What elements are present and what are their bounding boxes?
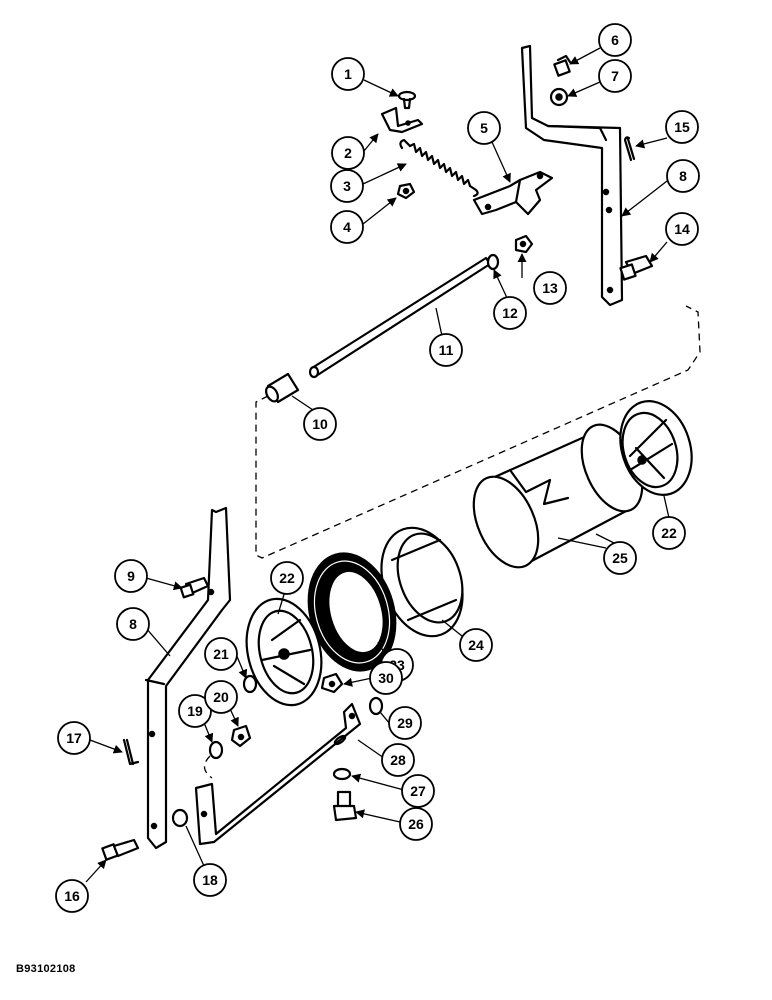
left-cap-nut-part xyxy=(230,724,252,748)
svg-text:5: 5 xyxy=(480,120,488,136)
side-bolt-part xyxy=(619,254,654,281)
svg-text:12: 12 xyxy=(502,305,518,321)
svg-text:9: 9 xyxy=(127,568,135,584)
right-end-cap-part xyxy=(619,400,693,496)
callout-9: 9 xyxy=(114,559,148,593)
small-nut-part xyxy=(396,182,416,200)
callout-22-right: 22 xyxy=(652,516,686,550)
upper-bracket-part xyxy=(520,44,624,307)
roller-band-part xyxy=(380,526,464,638)
callout-13: 13 xyxy=(533,271,567,305)
callout-14: 14 xyxy=(665,212,699,246)
shaft-nut-part xyxy=(514,234,534,254)
callout-1: 1 xyxy=(331,57,365,91)
callout-27: 27 xyxy=(401,774,435,808)
left-washer-part xyxy=(242,674,258,694)
svg-text:20: 20 xyxy=(213,689,229,705)
svg-text:29: 29 xyxy=(397,715,413,731)
assembly-dashed-outline xyxy=(255,305,701,559)
rubber-tire-part xyxy=(307,552,397,672)
callout-3: 3 xyxy=(330,169,364,203)
svg-text:22: 22 xyxy=(279,570,295,586)
axle-bushing-part xyxy=(368,696,384,716)
svg-text:16: 16 xyxy=(64,888,80,904)
axle-bracket-part xyxy=(194,702,362,846)
cotter-pin-part xyxy=(623,136,636,162)
callout-16: 16 xyxy=(55,879,89,913)
lower-nut-part xyxy=(171,808,189,828)
svg-text:1: 1 xyxy=(344,66,352,82)
svg-text:7: 7 xyxy=(611,68,619,84)
callout-17: 17 xyxy=(57,721,91,755)
svg-text:14: 14 xyxy=(674,221,690,237)
svg-text:18: 18 xyxy=(202,872,218,888)
callout-10: 10 xyxy=(303,407,337,441)
callout-21: 21 xyxy=(204,637,238,671)
callout-2: 2 xyxy=(331,136,365,170)
reference-code: B93102108 xyxy=(16,963,76,975)
axle-nut-part xyxy=(320,672,344,694)
callout-30: 30 xyxy=(369,661,403,695)
hitch-pin-part xyxy=(122,738,140,766)
lower-washer-part xyxy=(332,767,352,781)
svg-text:19: 19 xyxy=(187,703,203,719)
shaft-bracket-part xyxy=(472,170,554,216)
svg-text:11: 11 xyxy=(439,342,454,358)
svg-text:26: 26 xyxy=(408,816,424,832)
svg-text:27: 27 xyxy=(410,783,426,799)
callout-18: 18 xyxy=(193,863,227,897)
svg-text:8: 8 xyxy=(129,616,137,632)
svg-text:22: 22 xyxy=(661,525,677,541)
callout-29: 29 xyxy=(388,706,422,740)
svg-text:8: 8 xyxy=(679,168,687,184)
callout-6: 6 xyxy=(598,23,632,57)
left-end-cap-part xyxy=(245,597,323,707)
svg-text:21: 21 xyxy=(213,646,229,662)
carriage-bolt-part xyxy=(397,90,417,110)
axle-bolt-part xyxy=(332,790,358,822)
svg-text:25: 25 xyxy=(612,550,628,566)
svg-text:15: 15 xyxy=(674,119,690,135)
callout-8-lower: 8 xyxy=(116,607,150,641)
spring-anchor-bracket-part xyxy=(380,106,424,134)
svg-text:13: 13 xyxy=(542,280,558,296)
callout-8-upper: 8 xyxy=(666,159,700,193)
inner-washer-part xyxy=(208,740,224,760)
upper-screw-part xyxy=(553,54,572,77)
bushing-part xyxy=(265,372,300,404)
leader-lines xyxy=(85,47,670,883)
callout-15: 15 xyxy=(665,110,699,144)
callout-12: 12 xyxy=(493,296,527,330)
lower-bracket-part xyxy=(144,506,232,850)
callout-28: 28 xyxy=(381,743,415,777)
svg-text:6: 6 xyxy=(611,32,619,48)
spring-part xyxy=(399,138,479,198)
svg-text:4: 4 xyxy=(343,219,351,235)
callout-19: 19 xyxy=(178,694,212,728)
callout-25: 25 xyxy=(603,541,637,575)
svg-text:2: 2 xyxy=(344,145,352,161)
callout-22-left: 22 xyxy=(270,561,304,595)
svg-text:24: 24 xyxy=(468,637,484,653)
svg-text:30: 30 xyxy=(378,670,394,686)
roller-tube-part xyxy=(472,423,644,569)
svg-text:28: 28 xyxy=(390,752,406,768)
svg-text:17: 17 xyxy=(66,730,82,746)
upper-nut-part xyxy=(549,87,569,107)
shaft-part xyxy=(308,256,492,379)
callout-24: 24 xyxy=(459,628,493,662)
callout-11: 11 xyxy=(429,333,463,367)
svg-text:3: 3 xyxy=(343,178,351,194)
callout-26: 26 xyxy=(399,807,433,841)
callout-20: 20 xyxy=(204,680,238,714)
callout-7: 7 xyxy=(598,59,632,93)
lower-bolt-part xyxy=(101,838,140,861)
callout-4: 4 xyxy=(330,210,364,244)
bracket-bolt-part xyxy=(179,576,210,599)
washer-part xyxy=(486,253,500,271)
callout-5: 5 xyxy=(467,111,501,145)
svg-text:10: 10 xyxy=(312,416,328,432)
